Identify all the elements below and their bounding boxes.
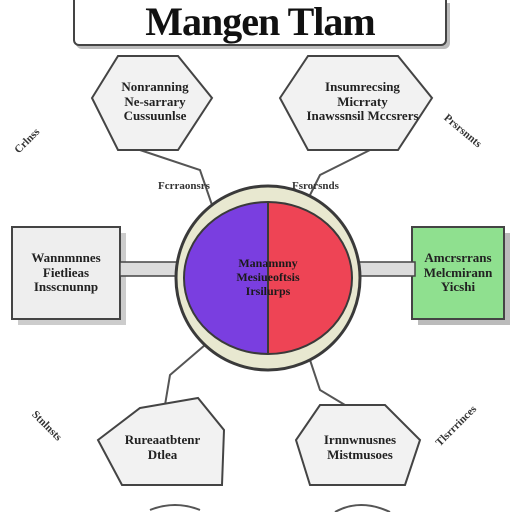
center-circle-line: Irsilurps [245, 283, 291, 298]
box-right [411, 226, 505, 320]
hexagon-bottom-left-text: Rureaatbtenr Dtlea [105, 420, 220, 475]
box-right-line: Amcrsrrans [424, 249, 492, 265]
hexagon-top-right-line: Inawssnsil Mccsrers [306, 108, 419, 124]
center-circle-line: Manamnny [238, 256, 298, 271]
hexagon-top-left-line: Cussuunlse [123, 108, 187, 124]
connector-bottom-left [164, 344, 206, 406]
center-circle-line: Mesiueoftsis [236, 270, 300, 285]
hexagon-bottom-right-text: Irnnwnusnes Mistmusoes [305, 420, 415, 475]
hexagon-top-left-caption: Fcrraonsrs [158, 180, 210, 192]
connector-top-right [304, 149, 371, 206]
hexagon-top-right-line: Micrraty [337, 93, 388, 109]
hexagon-top-left-text: Nonranning Ne-sarrary Cussuunlse [100, 62, 210, 142]
arm-right [354, 261, 416, 277]
arm-left [119, 261, 181, 277]
box-left-text: Wannmnnes Fietlieas Insscnunnp [14, 232, 118, 314]
connector-top-left [139, 149, 213, 206]
hexagon-bottom-right-line: Mistmusoes [327, 446, 393, 462]
box-right-text: Amcrsrrans Melcmirann Yicshi [414, 232, 502, 314]
center-circle-right-half [268, 202, 352, 354]
box-right-line: Yicshi [440, 279, 476, 295]
box-left-line: Wannmnnes [31, 249, 101, 265]
box-left-line: Fietlieas [42, 264, 90, 280]
center-circle-text: Manamnny Mesiueoftsis Irsilurps [190, 238, 346, 318]
decor-arc-left [149, 504, 201, 511]
hexagon-top-left-line: Nonranning [121, 78, 189, 94]
hexagon-top-left-line: Ne-sarrary [124, 93, 186, 109]
hexagon-top-right [278, 55, 434, 151]
hexagon-top-right-caption: Fsrorsnds [292, 180, 339, 192]
diagram-title: Mangen Tlam [145, 0, 375, 44]
center-circle-left-half [184, 202, 268, 354]
decor-arc-right [334, 504, 391, 512]
title-box: Mangen Tlam [73, 0, 447, 46]
hexagon-bottom-left-line: Dtlea [147, 446, 178, 462]
hexagon-top-right-text: Insumrecsing Micrraty Inawssnsil Mccsrer… [300, 62, 425, 142]
hexagon-bottom-left-line: Rureaatbtenr [124, 431, 201, 447]
hexagon-bottom-right-line: Irnnwnusnes [323, 431, 397, 447]
hexagon-bottom-left [96, 396, 226, 486]
hexagon-top-left [90, 55, 214, 151]
hexagon-bottom-right [294, 404, 422, 486]
box-left-line: Insscnunnp [33, 279, 99, 295]
box-right-line: Melcmirann [423, 264, 493, 280]
hexagon-top-right-line: Insumrecsing [325, 78, 400, 94]
